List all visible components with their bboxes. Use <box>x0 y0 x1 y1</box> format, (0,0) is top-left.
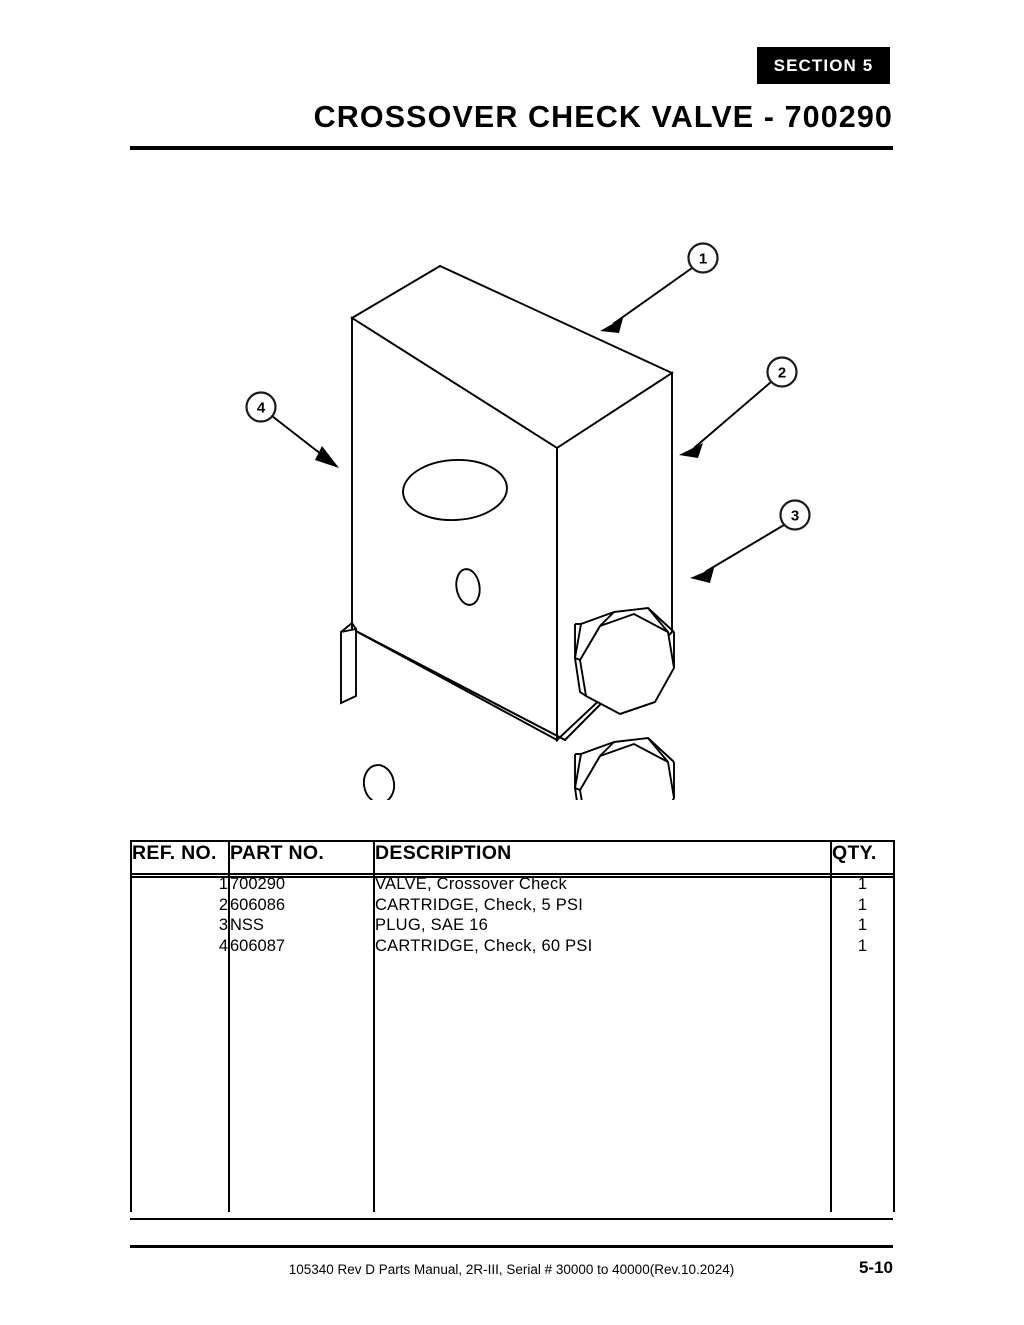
hex-fitting-lower-top-right <box>647 737 675 763</box>
hex-fitting-upper-left-band <box>573 611 615 662</box>
qty-values: 1 1 1 1 <box>857 875 868 955</box>
parts-table: REF. NO. PART NO. DESCRIPTION QTY. 1 2 3… <box>130 840 895 1220</box>
table-bottom-rule <box>130 1218 893 1220</box>
hex-fitting-lower-face <box>579 742 675 800</box>
parts-table-body: 1 2 3 4 700290 606086 NSS 606087 VALVE, … <box>130 874 895 1212</box>
hex-fitting-upper-top-right <box>647 607 675 633</box>
callout-3-label: 3 <box>791 508 799 525</box>
callout-1-label: 1 <box>699 251 707 268</box>
callout-group: 1 2 3 <box>245 242 811 583</box>
callout-3: 3 <box>690 499 811 583</box>
description-values: VALVE, Crossover Check CARTRIDGE, Check,… <box>375 875 593 955</box>
table-body-row: 1 2 3 4 700290 606086 NSS 606087 VALVE, … <box>130 874 895 1212</box>
callout-2-leader <box>693 381 772 449</box>
callout-4: 4 <box>245 391 339 468</box>
callout-1-bubble <box>687 242 719 274</box>
hex-fitting-upper-bottom <box>619 701 656 715</box>
hex-fitting-lower-left-band <box>573 741 615 792</box>
side-cartridge-face <box>340 627 357 705</box>
page-title: CROSSOVER CHECK VALVE - 700290 <box>313 100 893 134</box>
hex-fitting-upper-left-lower <box>574 657 587 697</box>
valve-isometric-drawing: 1 2 3 <box>245 242 811 800</box>
cell-part-no-column: 700290 606086 NSS 606087 <box>228 874 374 1212</box>
callout-2: 2 <box>679 356 798 458</box>
callout-1-leader <box>612 267 693 325</box>
front-lower-small-port <box>362 764 396 800</box>
callout-1: 1 <box>600 242 719 333</box>
top-large-port <box>402 458 508 522</box>
header-rule <box>130 146 893 150</box>
front-upper-small-port <box>455 568 481 606</box>
callout-2-bubble <box>766 356 798 388</box>
callout-4-bubble <box>245 391 277 423</box>
footer-rule <box>130 1245 893 1248</box>
cell-ref-no-column: 1 2 3 4 <box>130 874 229 1212</box>
callout-3-arrowhead <box>690 568 714 583</box>
column-header-qty: QTY. <box>830 840 895 874</box>
column-header-ref-no: REF. NO. <box>130 840 229 874</box>
callout-4-arrowhead <box>315 446 339 468</box>
callout-3-leader <box>704 524 785 573</box>
cell-qty-column: 1 1 1 1 <box>830 874 895 1212</box>
footer-manual-reference: 105340 Rev D Parts Manual, 2R-III, Seria… <box>288 1262 735 1277</box>
parts-table-head: REF. NO. PART NO. DESCRIPTION QTY. <box>130 840 895 874</box>
hex-fitting-lower-left-lower <box>574 787 578 800</box>
parts-table-grid: REF. NO. PART NO. DESCRIPTION QTY. 1 2 3… <box>130 840 895 1212</box>
column-header-part-no: PART NO. <box>228 840 374 874</box>
callout-2-label: 2 <box>778 365 786 382</box>
table-header-row: REF. NO. PART NO. DESCRIPTION QTY. <box>130 840 895 874</box>
column-header-description: DESCRIPTION <box>373 840 831 874</box>
section-badge: SECTION 5 <box>757 47 890 84</box>
valve-illustration: 1 2 3 <box>0 180 1024 800</box>
callout-2-arrowhead <box>679 443 703 458</box>
cell-description-column: VALVE, Crossover Check CARTRIDGE, Check,… <box>373 874 831 1212</box>
callout-4-leader <box>271 415 327 459</box>
ref-no-values: 1 2 3 4 <box>218 875 228 955</box>
callout-1-arrowhead <box>600 318 623 333</box>
callout-4-label: 4 <box>257 400 266 417</box>
part-no-values: 700290 606086 NSS 606087 <box>230 875 286 955</box>
footer-page-number: 5-10 <box>858 1258 893 1277</box>
callout-3-bubble <box>779 499 811 531</box>
